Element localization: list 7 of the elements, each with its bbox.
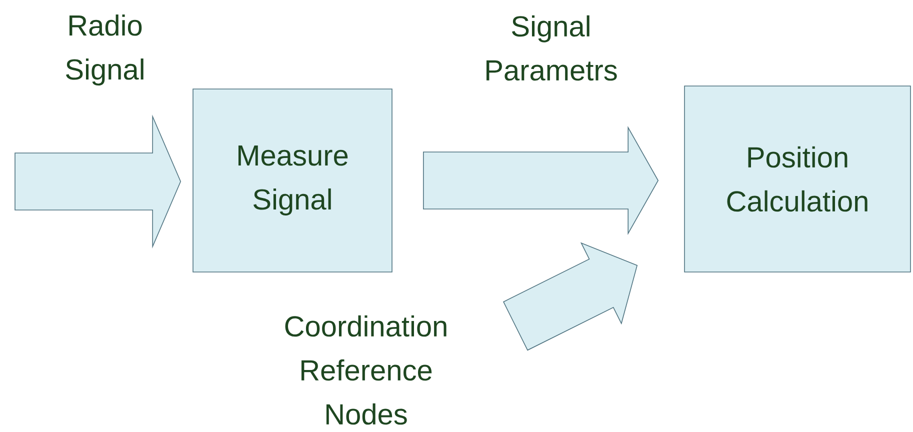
process-box: Measure Signal <box>192 88 392 272</box>
process-box: Position Calculation <box>684 86 911 272</box>
text-label: Coordination Reference Nodes <box>285 315 446 425</box>
block-arrow <box>423 126 659 236</box>
edge-label: Radio Signal <box>66 14 144 86</box>
block-arrow <box>14 114 182 248</box>
edge-label: Signal Parametrs <box>486 15 617 81</box>
